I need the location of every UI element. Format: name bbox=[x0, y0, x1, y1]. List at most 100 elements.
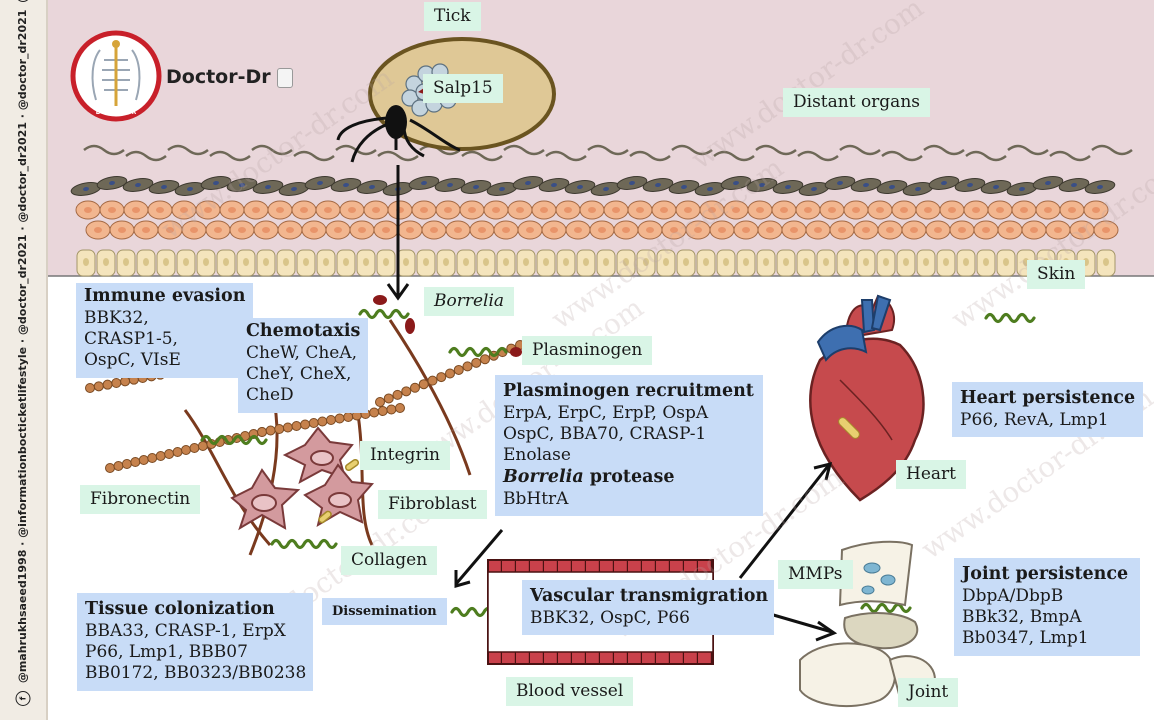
dark-cell bbox=[1084, 180, 1116, 194]
dark-cell bbox=[304, 176, 336, 190]
peach-cell bbox=[963, 200, 989, 220]
peach-cell bbox=[1093, 220, 1119, 240]
pale-cell bbox=[436, 249, 456, 277]
arrow-dissemination bbox=[454, 529, 504, 585]
chemotaxis-line: CheY, CheX, bbox=[246, 364, 352, 385]
logo-emblem: DOCTOR-DR bbox=[70, 30, 162, 122]
heart-illustration bbox=[809, 294, 925, 502]
peach-cell bbox=[973, 220, 999, 240]
brand-name: Doctor-Dr bbox=[166, 66, 271, 88]
fibronectin-bead bbox=[377, 406, 388, 416]
peach-cell bbox=[891, 200, 917, 220]
peach-cell bbox=[589, 220, 615, 240]
protease-italic: Borrelia bbox=[503, 466, 584, 487]
peach-cell bbox=[925, 220, 951, 240]
fibronectin-bead bbox=[189, 443, 200, 453]
fibronectin-bead bbox=[105, 463, 115, 473]
peach-cell bbox=[133, 220, 159, 240]
peach-cell bbox=[411, 200, 437, 220]
chemotaxis-line: CheD bbox=[246, 385, 294, 406]
brand-wordmark: Doctor-Dr bbox=[166, 66, 293, 88]
plasminogen-recruitment-line: OspC, BBA70, CRASP-1 bbox=[503, 424, 707, 445]
tissue-colonization-line: BB0172, BB0323/BB0238 bbox=[85, 663, 307, 684]
skin-dark-cells bbox=[70, 176, 1116, 196]
fibronectin-bead bbox=[383, 393, 394, 404]
dark-cell bbox=[330, 178, 362, 192]
dark-cell bbox=[954, 178, 986, 192]
box-plasminogen-recruitment: Plasminogen recruitment ErpA, ErpC, ErpP… bbox=[495, 375, 763, 516]
skin-squiggle bbox=[671, 144, 713, 156]
skin-squiggle bbox=[545, 150, 587, 162]
joint-persistence-title: Joint persistence bbox=[962, 564, 1129, 584]
peach-cell bbox=[795, 200, 821, 220]
fibronectin-bead bbox=[138, 455, 149, 465]
fibronectin-bead bbox=[93, 381, 104, 392]
skin-squiggle bbox=[797, 150, 839, 162]
joint-persistence-line: DbpA/DbpB bbox=[962, 585, 1064, 606]
fibronectin-bead bbox=[375, 397, 385, 407]
protease-line: BbHtrA bbox=[503, 488, 569, 509]
fibronectin-bead bbox=[164, 449, 175, 459]
spirochete bbox=[984, 312, 1036, 324]
peach-cell bbox=[267, 200, 293, 220]
pale-cell bbox=[856, 249, 876, 277]
peach-cell bbox=[819, 200, 845, 220]
flow-arrows bbox=[386, 165, 838, 642]
peach-cell bbox=[301, 220, 327, 240]
label-distant-organs: Distant organs bbox=[783, 88, 930, 118]
skin-squiggle bbox=[209, 150, 251, 162]
peach-cell bbox=[1035, 200, 1061, 220]
peach-cell bbox=[315, 200, 341, 220]
social-handles: f @mahrukhsaeed1998 · @informationboctic… bbox=[15, 0, 31, 710]
peach-cell bbox=[613, 220, 639, 240]
dark-cell bbox=[356, 180, 388, 194]
pale-cell bbox=[396, 249, 416, 277]
peach-cell bbox=[541, 220, 567, 240]
skin-pale-cells bbox=[76, 249, 1116, 277]
fibronectin-bead bbox=[462, 361, 473, 372]
peach-cell bbox=[531, 200, 557, 220]
fibronectin-bead bbox=[480, 354, 490, 365]
skin-squiggle bbox=[755, 144, 797, 156]
peach-cell bbox=[781, 220, 807, 240]
fibronectin-bead bbox=[282, 422, 293, 433]
pale-cell bbox=[816, 249, 836, 277]
dark-cell bbox=[616, 176, 648, 190]
fibronectin-bead bbox=[326, 415, 336, 425]
social-handles-text: @mahrukhsaeed1998 · @informationbocticke… bbox=[16, 9, 29, 684]
fibroblast-cells bbox=[230, 426, 375, 531]
dark-cell bbox=[590, 182, 622, 196]
fibronectin-bead bbox=[102, 379, 113, 390]
fibronectin-bead bbox=[343, 412, 354, 422]
integrin-receptors bbox=[318, 458, 360, 524]
peach-cell bbox=[699, 200, 725, 220]
peach-cell bbox=[915, 200, 941, 220]
peach-cell bbox=[397, 220, 423, 240]
skin-squiggle bbox=[839, 144, 881, 156]
label-integrin: Integrin bbox=[360, 441, 450, 471]
immune-evasion-line: OspC, VIsE bbox=[84, 350, 181, 371]
immune-evasion-line: BBK32, bbox=[84, 307, 149, 328]
fibronectin-bead bbox=[265, 425, 276, 436]
peach-cell bbox=[363, 200, 389, 220]
pale-cell bbox=[656, 249, 676, 277]
tissue-colonization-line: P66, Lmp1, BBB07 bbox=[85, 642, 248, 663]
peach-cell bbox=[459, 200, 485, 220]
dark-cell bbox=[668, 180, 700, 194]
plasminogen-recruitment-line: Enolase bbox=[503, 445, 571, 466]
pale-cell bbox=[996, 249, 1016, 277]
dark-cell bbox=[96, 176, 128, 190]
pale-cell bbox=[496, 249, 516, 277]
immune-evasion-line: CRASP1-5, bbox=[84, 329, 178, 350]
skin-squiggle bbox=[83, 144, 125, 156]
fibronectin-bead bbox=[120, 376, 131, 387]
pale-cell bbox=[916, 249, 936, 277]
peach-cell bbox=[733, 220, 759, 240]
vascular-transmigration-line: BBK32, OspC, P66 bbox=[530, 607, 690, 628]
dark-cell bbox=[538, 178, 570, 192]
skin-top-squiggles bbox=[83, 144, 1133, 162]
dark-cell bbox=[1032, 176, 1064, 190]
fibronectin-bead bbox=[147, 453, 158, 463]
peach-cell bbox=[277, 220, 303, 240]
